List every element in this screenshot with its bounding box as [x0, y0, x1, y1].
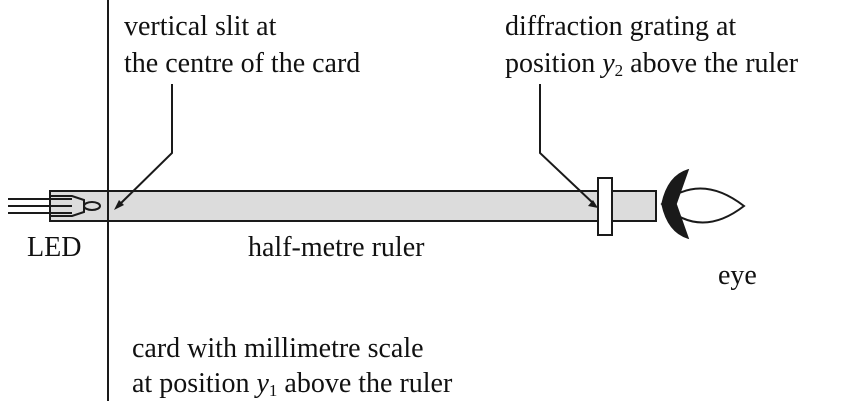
- led-label: LED: [27, 232, 82, 263]
- slit-label-line1: vertical slit at: [124, 11, 277, 42]
- eye-label: eye: [718, 260, 757, 291]
- diffraction-grating: [597, 177, 613, 236]
- slit-label-line2: the centre of the card: [124, 48, 361, 79]
- grating-pointer-arrow: [539, 84, 598, 208]
- ruler-label: half-metre ruler: [248, 232, 425, 263]
- grating-label-line1: diffraction grating at: [505, 11, 737, 42]
- led: [8, 195, 101, 217]
- card-label-line1: card with millimetre scale: [132, 333, 424, 364]
- grating-label-line2: position y2 above the ruler: [505, 48, 799, 80]
- half-metre-ruler: [49, 190, 657, 222]
- eye-icon: [660, 168, 746, 240]
- slit-pointer-arrow: [114, 84, 173, 210]
- card-label-line2: at position y1 above the ruler: [132, 368, 453, 400]
